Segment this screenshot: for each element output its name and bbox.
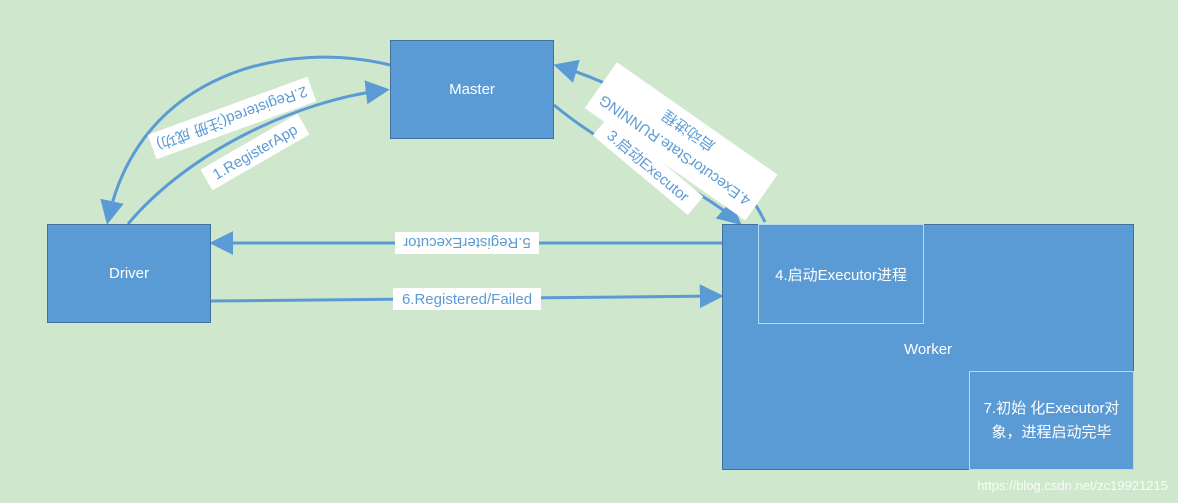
label-registered-failed: 6.Registered/Failed bbox=[402, 291, 532, 308]
arrow-register-app bbox=[126, 80, 390, 225]
driver-label: Driver bbox=[109, 265, 149, 282]
label-register-executor: 5.RegisterExecutor bbox=[403, 234, 531, 251]
arrow-registered bbox=[100, 55, 391, 225]
label-registered-failed-group: 6.Registered/Failed bbox=[393, 288, 541, 310]
label-register-executor-group: 5.RegisterExecutor bbox=[395, 232, 539, 254]
init-executor-box: 7.初始 化Executor对象，进程启动完毕 bbox=[969, 371, 1134, 470]
master-label: Master bbox=[449, 81, 495, 98]
master-node: Master bbox=[390, 40, 554, 139]
worker-node: Worker bbox=[722, 224, 1134, 470]
driver-node: Driver bbox=[47, 224, 211, 323]
executor-process-label: 4.启动Executor进程 bbox=[775, 266, 907, 284]
executor-process-box: 4.启动Executor进程 bbox=[758, 224, 924, 324]
init-executor-label: 7.初始 化Executor对象，进程启动完毕 bbox=[983, 399, 1120, 441]
worker-label: Worker bbox=[903, 340, 953, 358]
watermark: https://blog.csdn.net/zc19921215 bbox=[977, 478, 1168, 493]
